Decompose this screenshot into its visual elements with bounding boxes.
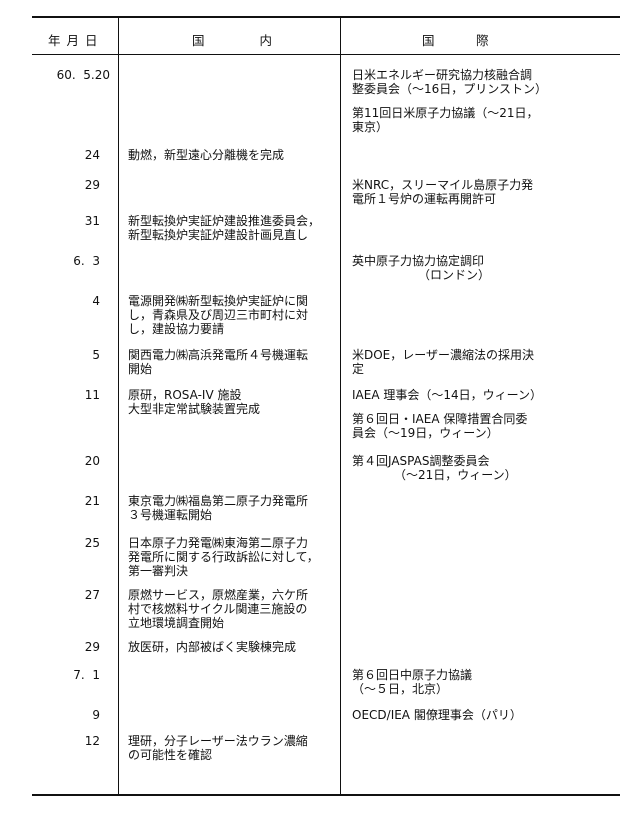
- row-date: 6. 3: [73, 254, 100, 268]
- row-date: 20: [84, 454, 100, 468]
- row-domestic: 関西電力㈱高浜発電所４号機運転 開始: [128, 348, 309, 376]
- row-date: 12: [84, 734, 100, 748]
- row-date: 31: [84, 214, 100, 228]
- row-date: 27: [84, 588, 100, 602]
- row-domestic: 新型転換炉実証炉建設推進委員会， 新型転換炉実証炉建設計画見直し: [128, 214, 321, 242]
- row-date: 29: [84, 640, 100, 654]
- bottom-rule: [32, 794, 620, 796]
- row-international: 第４回JASPAS調整委員会 （〜21日，ウィーン）: [352, 454, 517, 482]
- row-domestic: 放医研，内部被ばく実験棟完成: [128, 640, 297, 654]
- column-divider-1: [118, 16, 119, 796]
- row-domestic: 動燃，新型遠心分離機を完成: [128, 148, 285, 162]
- row-international: 米NRC，スリーマイル島原子力発 電所１号炉の運転再開許可: [352, 178, 534, 206]
- header-date: 年 月 日: [48, 33, 99, 48]
- header-rule: [32, 54, 620, 55]
- row-international: 英中原子力協力協定調印 （ロンドン）: [352, 254, 491, 282]
- row-date: 9: [92, 708, 100, 722]
- row-date: 21: [84, 494, 100, 508]
- row-date: 5: [92, 348, 100, 362]
- row-international: 第11回日米原子力協議（〜21日， 東京）: [352, 106, 539, 134]
- column-divider-2: [340, 16, 341, 796]
- row-international: 日米エネルギー研究協力核融合調 整委員会（〜16日，プリンストン）: [352, 68, 548, 96]
- row-date: 25: [84, 536, 100, 550]
- row-date: 24: [84, 148, 100, 162]
- row-international: 第６回日・IAEA 保障措置合同委 員会（〜19日，ウィーン）: [352, 412, 528, 440]
- row-date: 29: [84, 178, 100, 192]
- row-domestic: 原研，ROSA-IV 施設 大型非定常試験装置完成: [128, 388, 261, 416]
- row-domestic: 東京電力㈱福島第二原子力発電所 ３号機運転開始: [128, 494, 309, 522]
- top-rule: [32, 16, 620, 18]
- row-date: 11: [84, 388, 100, 402]
- row-date: 4: [92, 294, 100, 308]
- row-date: 7. 1: [73, 668, 100, 682]
- row-domestic: 日本原子力発電㈱東海第二原子力 発電所に関する行政訴訟に対して， 第一審判決: [128, 536, 319, 578]
- row-international: 米DOE，レーザー濃縮法の採用決 定: [352, 348, 535, 376]
- header-international: 国 際: [422, 33, 490, 48]
- row-international: IAEA 理事会（〜14日，ウィーン）: [352, 388, 543, 402]
- row-date: 60. 5.20: [56, 68, 110, 82]
- row-domestic: 電源開発㈱新型転換炉実証炉に関 し，青森県及び周辺三市町村に対 し，建設協力要請: [128, 294, 309, 336]
- row-domestic: 原燃サービス，原燃産業，六ケ所 村で核燃料サイクル関連三施設の 立地環境調査開始: [128, 588, 309, 630]
- header-domestic: 国 内: [192, 33, 274, 48]
- row-domestic: 理研，分子レーザー法ウラン濃縮 の可能性を確認: [128, 734, 308, 762]
- row-international: 第６回日中原子力協議 （〜５日，北京）: [352, 668, 473, 696]
- row-international: OECD/IEA 閣僚理事会（パリ）: [352, 708, 522, 722]
